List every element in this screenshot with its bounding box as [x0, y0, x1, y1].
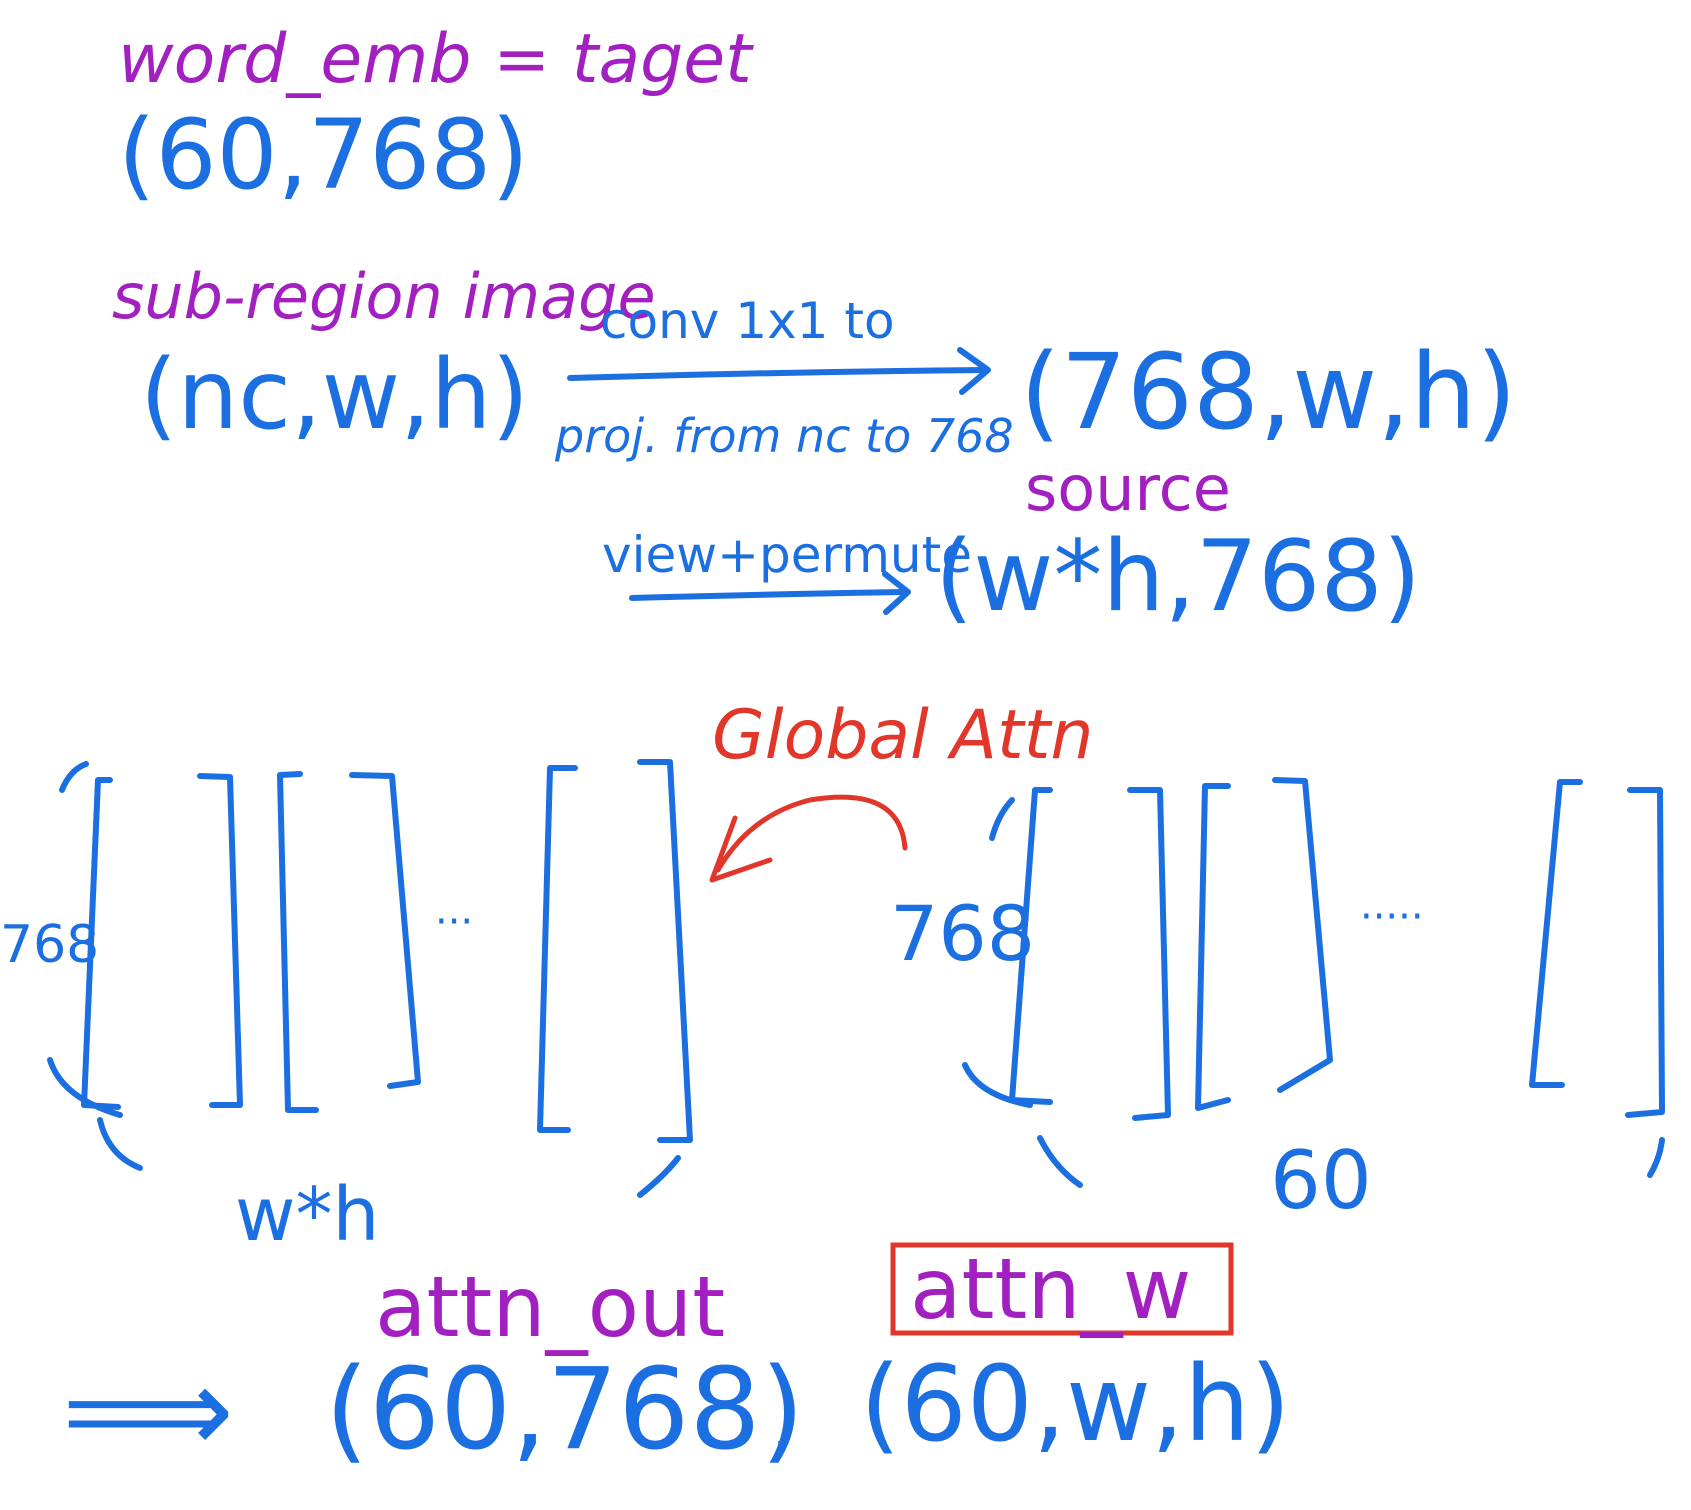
attn-w-shape: (60,w,h): [860, 1343, 1291, 1465]
sub-region-label: sub-region image: [112, 260, 656, 333]
right-matrix-column-2-open: [1195, 783, 1231, 1111]
projection-arrow-head: [957, 347, 991, 395]
source-shape: (w*h,768): [935, 520, 1421, 634]
attn-out-shape: (60,768): [325, 1345, 804, 1475]
left-matrix-column-2-open: [277, 771, 319, 1113]
source-arrow-label: view+permute: [602, 526, 972, 584]
right-outer-brace-right-tail: [1647, 1137, 1665, 1178]
left-matrix-column-n-open: [537, 765, 578, 1133]
right-matrix-column-n-open: [1529, 779, 1583, 1088]
right-matrix-column-1-close: [1127, 787, 1171, 1121]
right-matrix-column-2-close: [1272, 777, 1333, 1093]
left-matrix-column-1-close: [197, 773, 243, 1108]
source-label: source: [1025, 452, 1231, 525]
target-shape: (60,768): [118, 99, 529, 211]
attn-w-label: attn_w: [910, 1240, 1191, 1338]
global-attn-arrow-head: [709, 815, 773, 883]
attn-out-label: attn_out: [375, 1258, 725, 1356]
right-matrix-dim-label: 768: [890, 889, 1035, 978]
source-arrow-shaft: [629, 589, 908, 601]
result-separator: ,: [770, 1385, 792, 1467]
global-attn-label: Global Attn: [712, 696, 1093, 775]
right-matrix-count-label: 60: [1270, 1134, 1372, 1227]
right-outer-brace-top: [989, 797, 1015, 841]
projection-arrow-shaft: [567, 367, 988, 381]
left-outer-brace-tail: [97, 1117, 143, 1171]
right-matrix-ellipsis: ·····: [1360, 894, 1424, 940]
projection-result-shape: (768,w,h): [1020, 331, 1517, 453]
left-outer-brace-top: [59, 761, 89, 793]
sub-region-shape: (nc,w,h): [140, 339, 529, 451]
attn-w-highlight-box: [890, 1242, 1234, 1336]
left-matrix-ellipsis: ···: [435, 899, 473, 945]
source-arrow-head: [882, 571, 911, 615]
left-outer-brace-bottom: [47, 1057, 123, 1118]
implies-arrow: ⟹: [62, 1342, 234, 1481]
left-matrix-column-1-open: [81, 777, 121, 1110]
left-matrix-count-label: w*h: [235, 1172, 379, 1258]
left-matrix-column-2-close: [349, 772, 421, 1089]
right-matrix-column-1-open: [1009, 787, 1053, 1105]
projection-arrow-top-label: conv 1x1 to: [600, 292, 895, 350]
left-outer-brace-right-tail: [637, 1155, 681, 1198]
left-matrix-dim-label: 768: [0, 915, 99, 975]
target-label: word_emb = taget: [118, 20, 754, 99]
left-matrix-column-n-close: [637, 759, 693, 1143]
global-attn-arrow-curve: [715, 794, 908, 873]
projection-arrow-bottom-label: proj. from nc to 768: [554, 409, 1014, 463]
right-outer-brace-tail: [1037, 1135, 1083, 1188]
right-matrix-column-n-close: [1625, 787, 1665, 1118]
